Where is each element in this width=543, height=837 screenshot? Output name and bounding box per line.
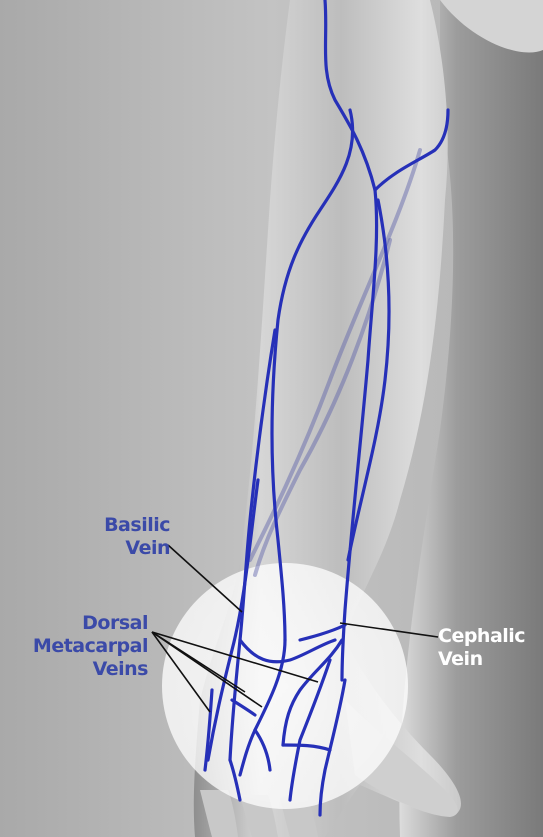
cephalic-line-1: Cephalic — [438, 625, 538, 648]
dorsal-line-3: Veins — [20, 658, 148, 681]
basilic-vein-label: Basilic Vein — [90, 514, 170, 560]
highlight-circle — [162, 563, 408, 809]
cephalic-line-2: Vein — [438, 648, 538, 671]
dorsal-metacarpal-veins-label: Dorsal Metacarpal Veins — [20, 612, 148, 681]
cephalic-vein-label: Cephalic Vein — [438, 625, 538, 671]
dorsal-line-2: Metacarpal — [20, 635, 148, 658]
basilic-line-2: Vein — [90, 537, 170, 560]
dorsal-line-1: Dorsal — [20, 612, 148, 635]
basilic-line-1: Basilic — [90, 514, 170, 537]
